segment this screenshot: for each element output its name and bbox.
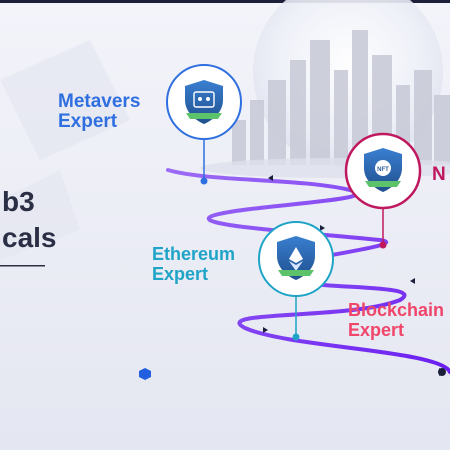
ethereum-label-line2: Expert [152,264,209,284]
heading: b3 cals [2,184,57,256]
ethereum-label-line1: Ethereum [152,244,236,264]
city-skyline [232,30,450,165]
blockchain-label: Blockchain Expert [348,300,444,340]
metaverse-label: Metavers Expert [58,92,140,132]
metaverse-label-line1: Metavers [58,91,141,112]
path-end-dot [438,368,446,376]
ethereum-badge [258,221,334,341]
metaverse-badge [166,64,242,185]
blockchain-label-line2: Expert [348,320,405,340]
svg-text:NFT: NFT [377,167,389,173]
hexagon-decor [139,368,151,380]
heading-line2: cals [2,222,57,253]
blockchain-label-line1: Blockchain [348,300,445,320]
heading-line1: b3 [2,186,35,217]
nft-label: N [432,164,446,185]
nft-badge: NFT [344,132,422,249]
ethereum-label: Ethereum Expert [152,244,235,284]
left-decor [0,40,130,260]
metaverse-label-line2: Expert [58,111,118,132]
heading-underline [0,265,45,267]
